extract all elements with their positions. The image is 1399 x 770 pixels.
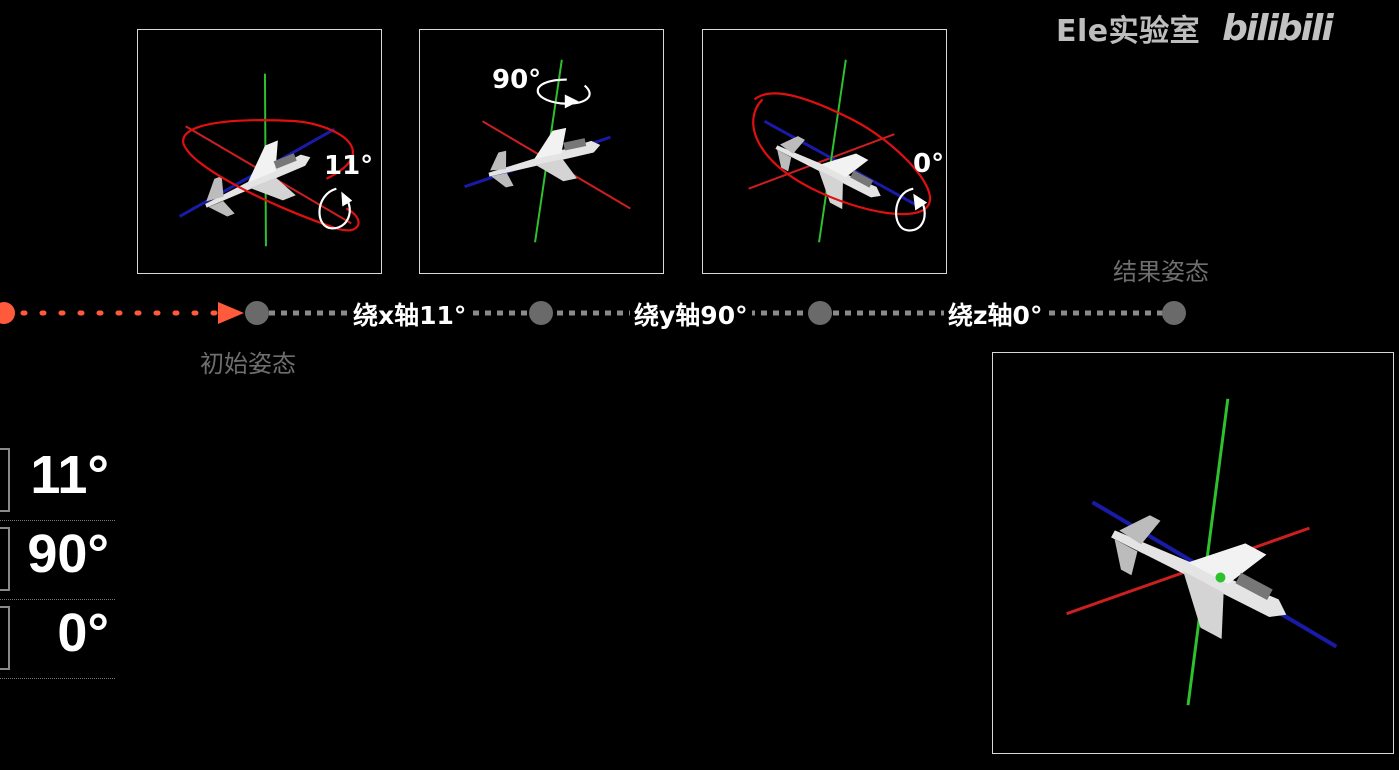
angle-bracket bbox=[0, 448, 10, 512]
timeline-current-dot bbox=[0, 302, 15, 324]
jet-icon bbox=[205, 140, 311, 217]
panel-rotate-x: 11° bbox=[137, 29, 382, 274]
timeline-node-after-y bbox=[808, 301, 832, 325]
panel-z-angle: 0° bbox=[913, 149, 945, 179]
angle-row-x: 11° bbox=[0, 440, 115, 521]
timeline-arrow-head bbox=[218, 302, 244, 324]
x-axis-line bbox=[748, 133, 895, 190]
panel-rotate-y: 90° bbox=[419, 29, 664, 274]
y-axis-line bbox=[818, 59, 847, 243]
angle-value-z: 0° bbox=[57, 603, 109, 663]
highlight-ellipse bbox=[752, 92, 932, 216]
jet-icon bbox=[488, 127, 601, 188]
highlight-ellipse bbox=[182, 119, 360, 232]
panel-rotate-y-scene bbox=[464, 59, 631, 243]
rotation-arrow-icon bbox=[536, 78, 591, 105]
panel-result bbox=[992, 352, 1394, 754]
panel-y-angle: 90° bbox=[492, 65, 542, 95]
rotation-arrowhead-icon bbox=[341, 191, 353, 207]
bilibili-logo: bilibili bbox=[1222, 7, 1334, 49]
jet-icon bbox=[1111, 515, 1287, 639]
initial-state-label: 初始姿态 bbox=[200, 350, 296, 378]
step-label-x: 绕x轴11° bbox=[349, 296, 471, 332]
angle-row-z: 0° bbox=[0, 598, 115, 679]
rotation-arrowhead-icon bbox=[913, 193, 928, 211]
rotation-arrow-icon bbox=[894, 187, 926, 232]
jet-icon bbox=[775, 136, 881, 210]
panel-rotate-x-scene bbox=[178, 73, 360, 247]
panel-rotate-z: 0° bbox=[702, 29, 947, 274]
panel-x-angle: 11° bbox=[324, 151, 374, 181]
timeline-node-initial bbox=[245, 301, 269, 325]
watermark: Ele实验室 bilibili bbox=[1056, 6, 1334, 50]
step-label-y: 绕y轴90° bbox=[630, 296, 752, 332]
angle-bracket bbox=[0, 606, 10, 670]
angle-row-y: 90° bbox=[0, 519, 115, 600]
channel-name: Ele实验室 bbox=[1056, 14, 1201, 49]
rotation-arrowhead-icon bbox=[564, 94, 579, 109]
result-state-label: 结果姿态 bbox=[1113, 258, 1209, 286]
y-axis-line bbox=[1186, 398, 1230, 706]
timeline-node-result bbox=[1162, 301, 1186, 325]
angle-value-y: 90° bbox=[27, 524, 109, 584]
rotation-arrow-icon bbox=[318, 187, 351, 230]
panel-result-scene bbox=[1066, 398, 1338, 706]
angle-bracket bbox=[0, 527, 10, 591]
timeline-node-after-x bbox=[529, 301, 553, 325]
panel-rotate-z-scene bbox=[748, 59, 932, 243]
angle-value-x: 11° bbox=[30, 445, 109, 505]
step-label-z: 绕z轴0° bbox=[944, 296, 1047, 332]
